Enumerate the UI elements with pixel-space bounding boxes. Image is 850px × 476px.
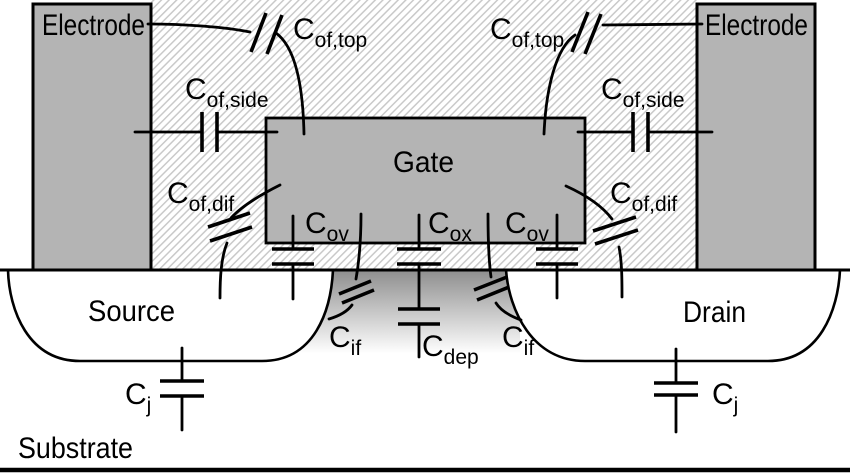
cap-symbol: C xyxy=(125,378,147,411)
gate-region xyxy=(264,116,587,245)
cap-ov-right-label: Cov xyxy=(505,207,549,246)
cap-of-top-right xyxy=(542,11,704,136)
cap-subscript: if xyxy=(351,337,362,360)
cap-symbol: C xyxy=(428,207,450,240)
wire xyxy=(494,301,523,322)
capacitor-plate xyxy=(209,225,253,243)
cap-subscript: of,top xyxy=(512,29,565,52)
capacitor-plate xyxy=(249,12,268,53)
cap-if-right xyxy=(473,212,523,322)
cap-of-top-right-label: Cof,top xyxy=(490,13,564,52)
cap-symbol: C xyxy=(305,207,327,240)
drain-region xyxy=(504,268,842,363)
cap-of-side-left xyxy=(133,112,279,152)
cap-of-dif-right xyxy=(564,184,639,299)
cap-of-side-right xyxy=(576,112,714,152)
cap-of-dif-left xyxy=(207,183,282,300)
wire xyxy=(601,22,704,27)
substrate-label: Substrate xyxy=(18,432,133,465)
cap-subscript: dep xyxy=(444,346,479,369)
wire xyxy=(564,184,614,221)
capacitor-plate xyxy=(592,215,637,233)
cap-subscript: ov xyxy=(527,223,550,246)
wire xyxy=(354,212,363,281)
cap-of-top-left-label: Cof,top xyxy=(293,13,367,52)
cap-subscript: of,side xyxy=(623,89,685,112)
capacitor-plate xyxy=(570,11,590,53)
cap-of-dif-right-label: Cof,dif xyxy=(610,177,677,216)
wire xyxy=(617,245,624,299)
cap-of-side-left-label: Cof,side xyxy=(185,73,269,112)
cap-symbol: C xyxy=(502,321,524,354)
wire xyxy=(542,33,577,136)
cap-symbol: C xyxy=(185,73,207,106)
cap-dep-label: Cdep xyxy=(422,330,479,369)
drain-label: Drain xyxy=(683,296,746,329)
capacitor-plate xyxy=(338,279,372,296)
cap-subscript: of,top xyxy=(315,29,368,52)
electrode-left-region xyxy=(31,2,153,272)
cap-ox-label: Cox xyxy=(428,207,472,246)
cap-symbol: C xyxy=(505,207,527,240)
cap-j-right-label: Cj xyxy=(712,378,738,417)
capacitor-plate xyxy=(341,288,375,305)
cap-if-left xyxy=(327,212,375,321)
cap-subscript: ov xyxy=(327,223,350,246)
cap-symbol: C xyxy=(167,177,189,210)
cap-subscript: of,dif xyxy=(632,193,678,216)
capacitor-plate xyxy=(207,211,251,229)
cap-of-dif-left-label: Cof,dif xyxy=(167,177,234,216)
cap-subscript: j xyxy=(146,394,152,417)
cap-j-left-label: Cj xyxy=(125,378,151,417)
cap-ov-right xyxy=(536,213,578,300)
capacitor-plate xyxy=(476,285,510,302)
electrode-right-region xyxy=(695,2,817,272)
cap-subscript: if xyxy=(524,337,535,360)
cap-ox xyxy=(397,213,441,311)
cap-symbol: C xyxy=(293,13,315,46)
cap-symbol: C xyxy=(712,378,734,411)
cap-dep xyxy=(398,307,440,359)
capacitor-plate xyxy=(265,14,284,55)
capacitor-plate xyxy=(594,228,639,246)
gate-label: Gate xyxy=(393,146,454,179)
cap-if-left-label: Cif xyxy=(329,321,361,360)
cap-symbol: C xyxy=(422,330,444,363)
cap-symbol: C xyxy=(490,13,512,46)
electrode-right-label: Electrode xyxy=(705,9,808,42)
wire xyxy=(229,183,282,220)
capacitor-plate xyxy=(473,275,508,292)
cap-if-right-label: Cif xyxy=(502,321,534,360)
cap-ov-left-label: Cov xyxy=(305,207,349,246)
cap-subscript: of,side xyxy=(207,89,269,112)
electrode-left-label: Electrode xyxy=(42,9,145,42)
wire xyxy=(327,303,354,321)
cap-of-top-left xyxy=(146,12,306,136)
wire xyxy=(218,241,229,300)
cap-j-right xyxy=(654,347,698,434)
cap-subscript: ox xyxy=(450,223,473,246)
wire xyxy=(146,22,252,34)
cap-symbol: C xyxy=(610,177,632,210)
cap-subscript: j xyxy=(733,394,739,417)
capacitor-plate xyxy=(583,13,603,55)
wire xyxy=(486,212,493,279)
cap-ov-left xyxy=(272,214,314,301)
cap-symbol: C xyxy=(329,321,351,354)
cap-of-side-right-label: Cof,side xyxy=(601,73,685,112)
wire xyxy=(274,31,306,136)
source-label: Source xyxy=(88,295,175,328)
cap-symbol: C xyxy=(601,73,623,106)
cap-j-left xyxy=(160,346,204,432)
cap-subscript: of,dif xyxy=(189,193,235,216)
source-region xyxy=(6,268,335,363)
